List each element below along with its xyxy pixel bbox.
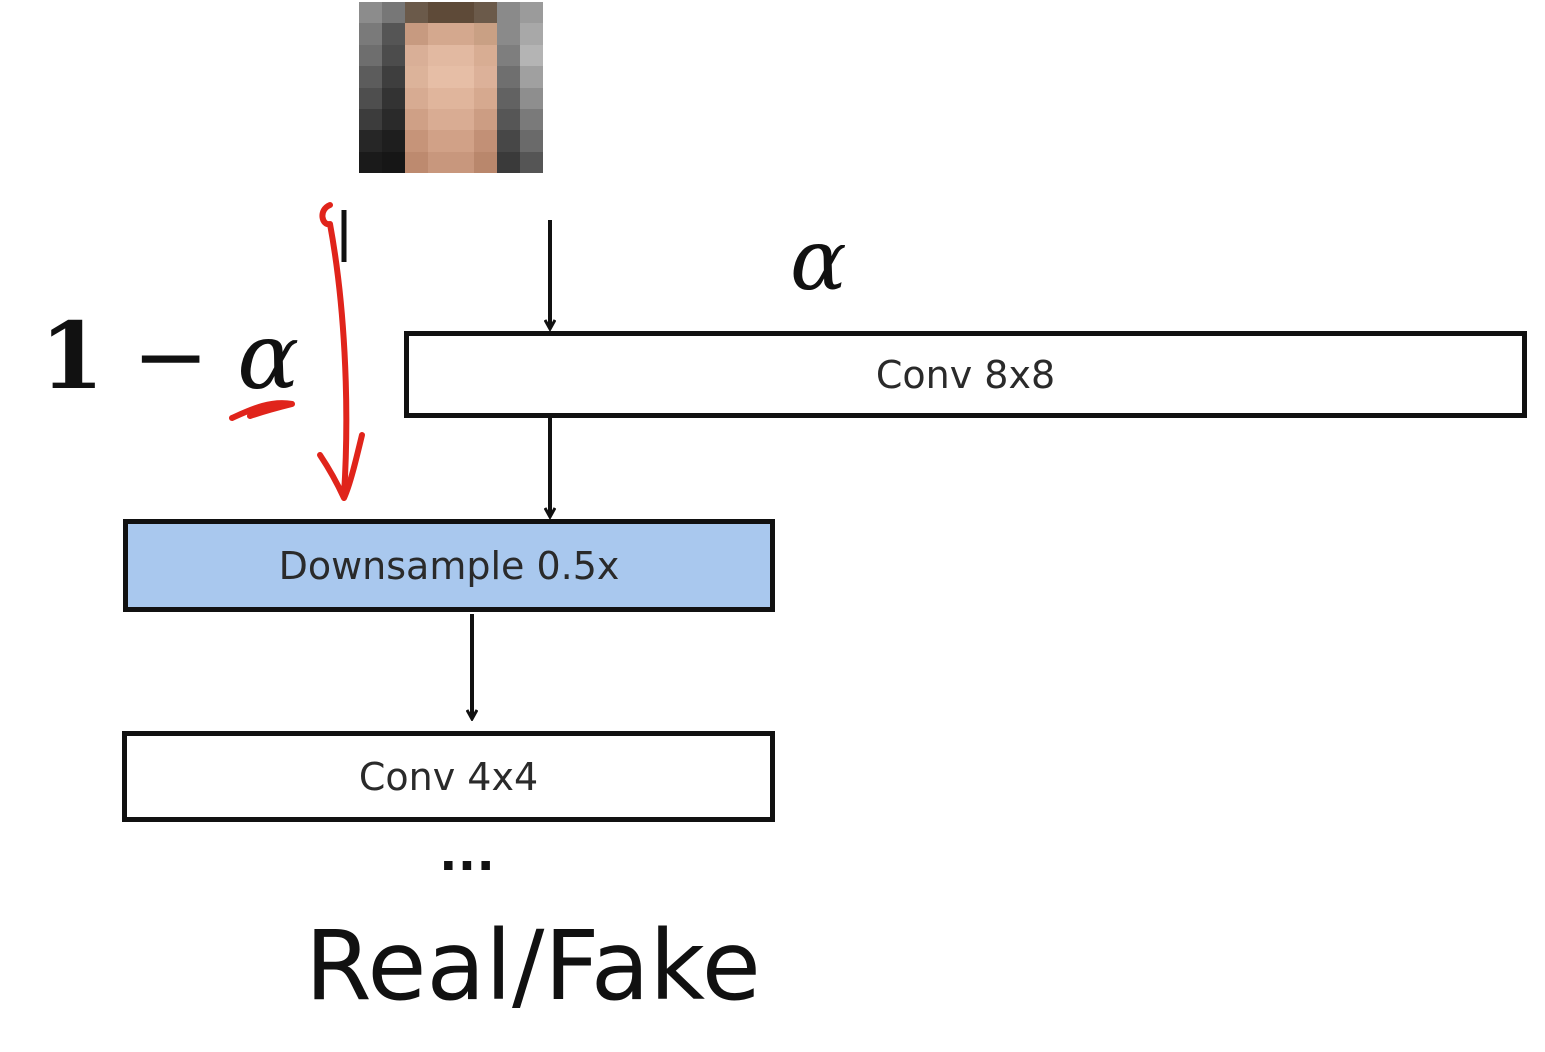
face-pixel xyxy=(474,151,497,173)
face-pixel xyxy=(382,108,405,131)
face-pixel xyxy=(497,130,520,152)
conv-8x8-label: Conv 8x8 xyxy=(875,352,1056,397)
face-pixel xyxy=(382,66,405,88)
face-pixel xyxy=(428,23,451,45)
face-pixel xyxy=(428,2,451,24)
face-pixel xyxy=(520,2,543,24)
face-pixel xyxy=(497,87,520,109)
face-pixel xyxy=(382,23,405,45)
face-pixel xyxy=(405,23,428,45)
face-pixel xyxy=(382,2,405,24)
red-alpha-underline xyxy=(229,400,295,421)
face-pixel xyxy=(451,66,474,88)
conv-8x8-block: Conv 8x8 xyxy=(404,331,1527,418)
face-pixel xyxy=(382,151,405,173)
face-pixel xyxy=(428,44,451,67)
face-pixel xyxy=(405,151,428,173)
face-pixel xyxy=(405,44,428,67)
face-pixel xyxy=(520,108,543,131)
face-pixel xyxy=(497,23,520,45)
one-symbol: 1 xyxy=(40,302,105,410)
face-pixel xyxy=(520,66,543,88)
face-pixel xyxy=(451,23,474,45)
face-pixel xyxy=(474,87,497,109)
face-pixel xyxy=(405,108,428,131)
face-pixel xyxy=(382,87,405,109)
red-annotation-arrow xyxy=(319,202,350,498)
face-pixel xyxy=(451,151,474,173)
face-pixel xyxy=(382,130,405,152)
alpha-symbol: α xyxy=(237,303,300,410)
face-pixel xyxy=(451,2,474,24)
minus-symbol: − xyxy=(132,303,210,410)
face-pixel xyxy=(359,2,382,24)
face-pixel xyxy=(359,108,382,131)
face-pixel xyxy=(474,130,497,152)
downsample-block: Downsample 0.5x xyxy=(123,519,775,612)
face-pixel xyxy=(359,130,382,152)
face-pixel xyxy=(382,44,405,67)
face-pixel xyxy=(405,130,428,152)
input-face-image xyxy=(359,2,543,173)
face-pixel xyxy=(451,130,474,152)
face-pixel xyxy=(451,44,474,67)
face-pixel xyxy=(359,87,382,109)
face-pixel xyxy=(497,151,520,173)
face-pixel xyxy=(497,44,520,67)
downsample-label: Downsample 0.5x xyxy=(278,543,620,588)
face-pixel xyxy=(359,23,382,45)
face-pixel xyxy=(520,87,543,109)
face-pixel xyxy=(428,108,451,131)
face-pixel xyxy=(428,87,451,109)
face-pixel xyxy=(405,2,428,24)
face-pixel xyxy=(520,130,543,152)
conv-4x4-block: Conv 4x4 xyxy=(122,731,775,822)
face-pixel xyxy=(359,151,382,173)
red-annotation-arrowhead xyxy=(317,432,365,501)
face-pixel xyxy=(520,23,543,45)
face-pixel xyxy=(520,151,543,173)
face-pixel xyxy=(359,44,382,67)
face-pixel xyxy=(405,66,428,88)
alpha-label: α xyxy=(790,211,847,309)
face-pixel xyxy=(474,66,497,88)
one-minus-alpha-label: 1−α xyxy=(40,310,299,403)
face-pixel xyxy=(405,87,428,109)
face-pixel xyxy=(428,130,451,152)
face-pixel xyxy=(359,66,382,88)
face-pixel xyxy=(497,2,520,24)
face-pixel xyxy=(474,23,497,45)
face-pixel xyxy=(474,108,497,131)
face-pixel xyxy=(428,66,451,88)
face-pixel xyxy=(474,44,497,67)
face-pixel xyxy=(497,108,520,131)
conv-4x4-label: Conv 4x4 xyxy=(358,754,539,799)
real-fake-output-label: Real/Fake xyxy=(305,910,761,1022)
face-pixel xyxy=(520,44,543,67)
face-pixel xyxy=(474,2,497,24)
ellipsis: ... xyxy=(440,816,497,883)
face-pixel xyxy=(451,87,474,109)
face-pixel xyxy=(497,66,520,88)
face-pixel xyxy=(451,108,474,131)
face-pixel xyxy=(428,151,451,173)
